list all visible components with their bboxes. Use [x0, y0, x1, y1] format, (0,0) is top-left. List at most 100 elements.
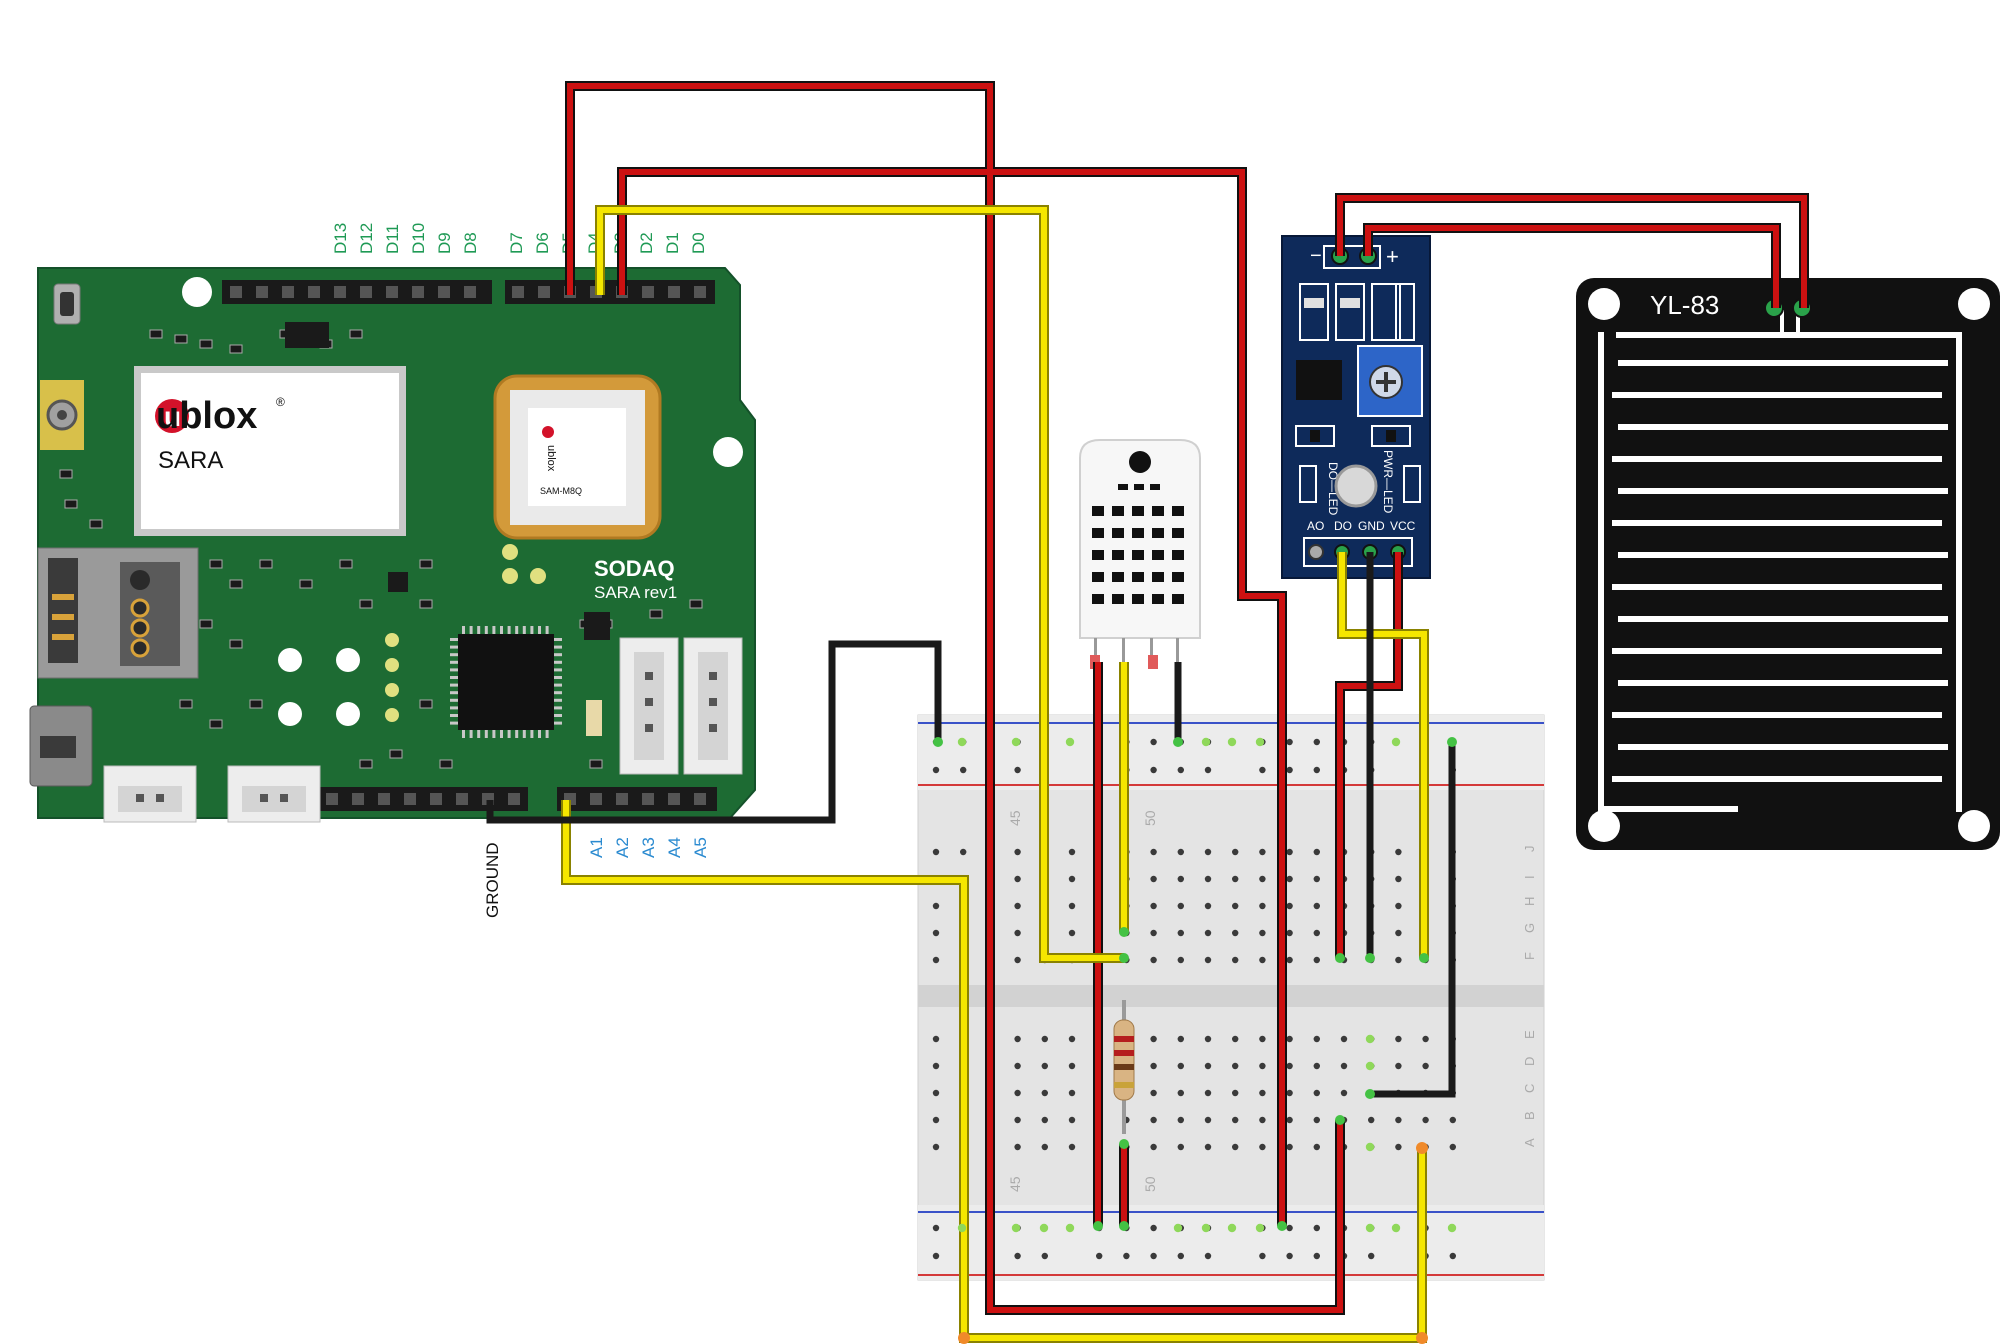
breadboard-hole: [932, 1089, 940, 1097]
breadboard-hole: [1422, 1035, 1429, 1043]
breadboard-hole: [1286, 929, 1293, 937]
mcu-pin: [507, 730, 511, 738]
analog-header: [557, 787, 717, 811]
mcu-pin: [450, 683, 458, 687]
mcu-pin: [477, 626, 481, 634]
smd-component: [419, 599, 433, 609]
breadboard-hole: [1232, 956, 1239, 964]
breadboard-hole: [1368, 1252, 1375, 1260]
vent-slot: [1152, 594, 1164, 604]
wire-endpoint: [1093, 1221, 1103, 1231]
breadboard-hole: [1150, 1062, 1157, 1070]
smd-component: [589, 759, 603, 769]
module-pin-label-do: DO: [1334, 519, 1352, 533]
vent-slot: [1092, 550, 1104, 560]
breadboard-hole: [1068, 929, 1076, 937]
breadboard-hole: [1014, 1089, 1021, 1097]
mcu-pin: [450, 691, 458, 695]
pin-label-d12: D12: [357, 223, 376, 254]
mcu-pin: [530, 730, 534, 738]
vent-slot: [1092, 572, 1104, 582]
breadboard-hole: [1014, 929, 1021, 937]
pin-label-d7: D7: [507, 232, 526, 254]
wire-endpoints: [933, 737, 1457, 1344]
vent-slot: [1150, 484, 1160, 490]
sim-card-holder: [37, 547, 199, 679]
pin-label-d11: D11: [383, 224, 402, 254]
header-pin: [642, 793, 654, 805]
breadboard-hole: [1014, 1035, 1021, 1043]
breadboard-hole: [1395, 956, 1402, 964]
hole-highlight: [1255, 1223, 1265, 1233]
breadboard-hole: [1313, 1089, 1321, 1097]
vent-slot: [1112, 572, 1124, 582]
trace: [1780, 310, 1784, 334]
trace: [1618, 424, 1948, 430]
mcu-pin: [522, 626, 526, 634]
sodaq-board: u ublox ® SARA ublox SAM-M8Q: [29, 223, 756, 918]
header-pin: [438, 286, 450, 298]
breadboard-hole: [1286, 902, 1293, 910]
trace: [1616, 332, 1962, 338]
breadboard-hole: [1286, 766, 1293, 774]
smd-component: [59, 469, 73, 479]
header-pin: [694, 286, 706, 298]
breadboard-hole: [1232, 848, 1239, 856]
mcu-pin: [500, 730, 503, 738]
breadboard-hole: [1177, 956, 1185, 964]
hole-highlight: [1227, 737, 1237, 747]
breadboard-hole: [1313, 875, 1321, 883]
breadboard-hole: [1204, 1062, 1212, 1070]
module-pin-label-gnd: GND: [1358, 519, 1385, 533]
mcu-pin: [545, 626, 549, 634]
breadboard-hole: [1014, 1143, 1021, 1151]
crystal: [388, 572, 408, 592]
smd-component: [179, 699, 193, 709]
breadboard-hole: [1368, 1116, 1375, 1124]
pin-label-d13: D13: [331, 223, 350, 254]
breadboard-hole: [1177, 1143, 1185, 1151]
smd-component: [199, 619, 213, 629]
breadboard-hole: [1204, 1116, 1212, 1124]
voltage-regulator: [285, 322, 329, 348]
breadboard-hole: [1068, 1062, 1076, 1070]
breadboard-hole: [1313, 1062, 1321, 1070]
hole-highlight: [1447, 1223, 1457, 1233]
breadboard-hole: [1395, 1143, 1402, 1151]
breadboard-hole: [1286, 1116, 1293, 1124]
breadboard-hole: [1286, 1143, 1293, 1151]
smd-component: [359, 759, 373, 769]
hole-highlight: [1011, 737, 1021, 747]
breadboard-hole: [1150, 1143, 1157, 1151]
mcu-pin: [554, 714, 562, 717]
mcu-pin: [554, 721, 562, 725]
ground-label: GROUND: [483, 842, 502, 918]
breadboard: 45 50 45 50 J I H G F E D C B A: [917, 714, 1545, 1281]
breadboard-hole: [1177, 902, 1185, 910]
breadboard-hole: [932, 1252, 940, 1260]
breadboard-hole: [1340, 1062, 1348, 1070]
ublox-logo-u: u: [164, 401, 181, 432]
dht-pin: [1122, 638, 1125, 662]
trace: [1598, 806, 1738, 812]
smd-component: [689, 599, 703, 609]
red-wires-core: [567, 83, 1807, 1313]
row-label-j: J: [1522, 846, 1537, 853]
breadboard-hole: [1259, 1035, 1266, 1043]
wire-endpoint: [1119, 1221, 1129, 1231]
breadboard-hole: [1068, 1116, 1076, 1124]
smd-component: [389, 749, 403, 759]
ublox-sara-module: u ublox ® SARA: [134, 366, 406, 536]
breadboard-hole: [1204, 875, 1212, 883]
wire-endpoint: [1335, 953, 1345, 963]
breadboard-hole: [1177, 1252, 1185, 1260]
smd-component: [359, 599, 373, 609]
breadboard-hole: [932, 1143, 940, 1151]
wire-endpoint: [1119, 927, 1129, 937]
breadboard-hole: [1313, 738, 1321, 746]
breadboard-hole: [1395, 1062, 1402, 1070]
digital-pin-labels: D13 D12 D11 D10 D9 D8 D7 D6 D5 D4 D3 D2 …: [331, 223, 708, 254]
trace: [1612, 712, 1942, 718]
module-minus-label: −: [1310, 245, 1322, 267]
breadboard-hole: [1286, 1035, 1293, 1043]
